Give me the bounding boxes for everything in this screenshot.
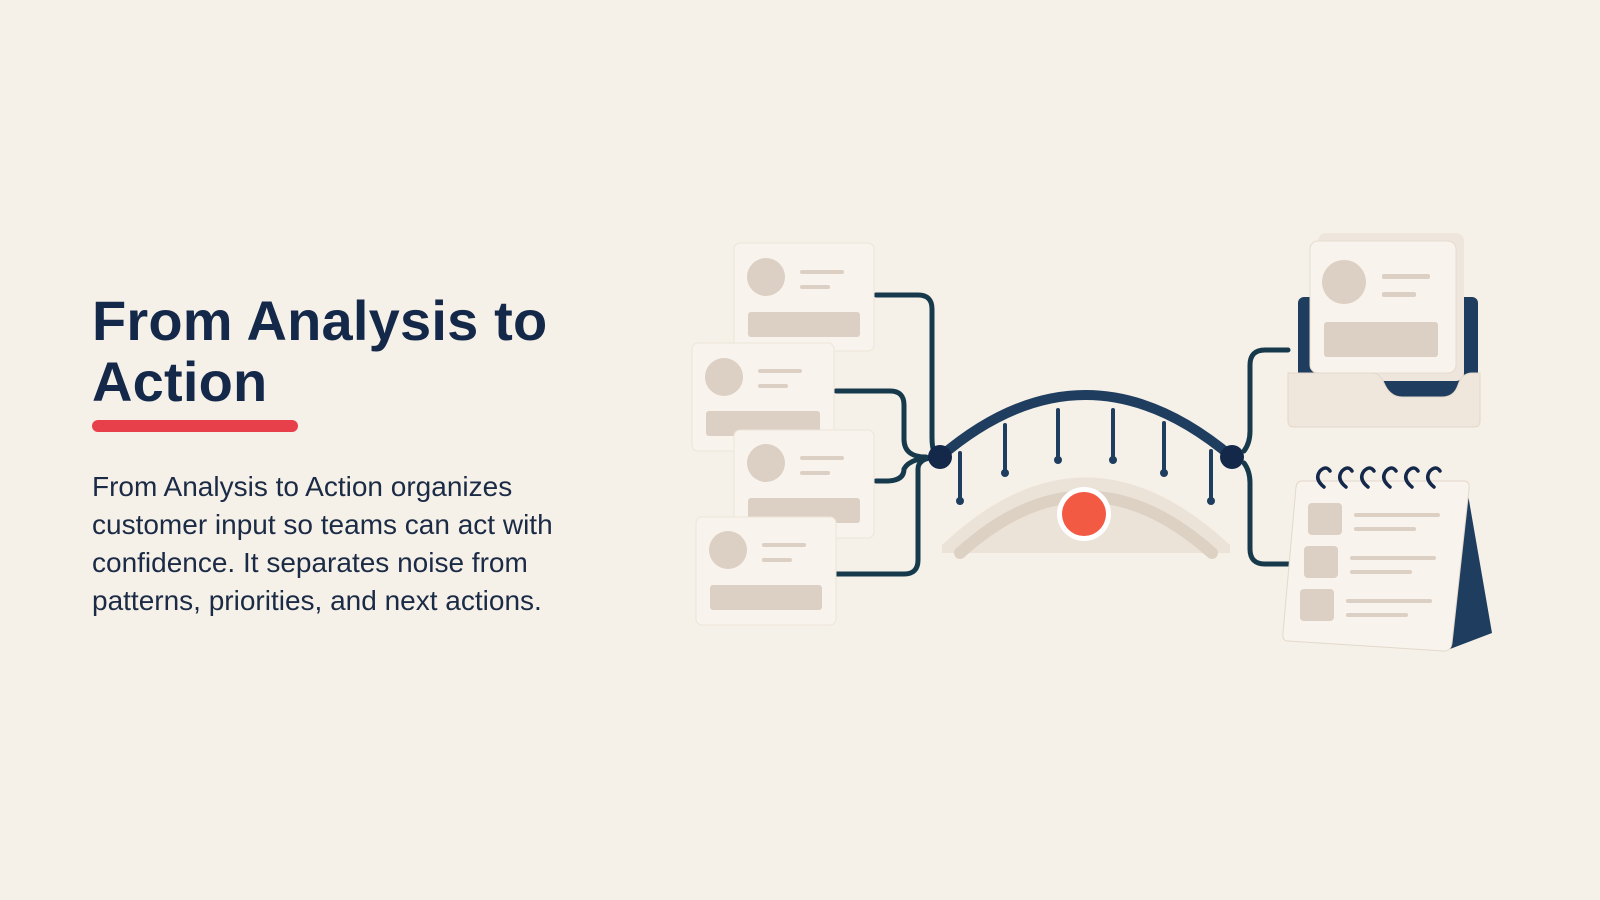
slide-title: From Analysis to Action xyxy=(92,289,548,413)
inbox-tray-icon xyxy=(1287,233,1481,428)
output-connectors xyxy=(1241,347,1291,567)
title-underline xyxy=(92,420,298,432)
desk-calendar-icon xyxy=(1282,466,1492,652)
bridge-icon xyxy=(928,390,1244,559)
text-block: From Analysis to Action From Analysis to… xyxy=(92,290,632,620)
input-card-icon xyxy=(733,242,875,352)
input-card-icon xyxy=(733,429,875,539)
slide-body: From Analysis to Action organizes custom… xyxy=(92,471,553,616)
analysis-to-action-illustration xyxy=(691,233,1492,652)
input-card-icon xyxy=(695,516,837,626)
